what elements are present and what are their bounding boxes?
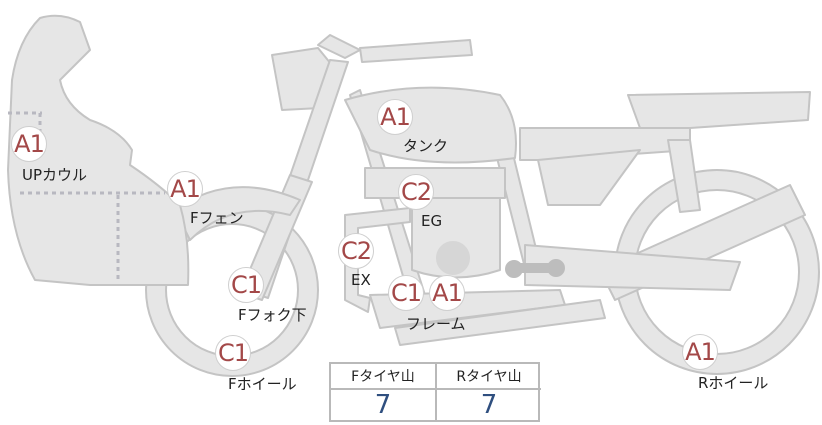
upper-cowl-shape [7, 14, 190, 286]
up-cowl-label: UPカウル [22, 166, 88, 184]
front-fender-shape [174, 186, 301, 241]
seat-shape [627, 91, 811, 129]
exhaust-grade-badge: C2 [338, 233, 374, 269]
frame-grade-badge: C1 [388, 275, 424, 311]
front-wheel-label: Fホイール [228, 375, 297, 393]
tank-label: タンク [403, 137, 449, 155]
rear-wheel-grade-badge: A1 [682, 334, 718, 370]
front-fork-lower-grade-badge: C1 [228, 267, 264, 303]
front-tread-header: Fタイヤ山 [331, 364, 435, 390]
engine-shape [364, 167, 506, 199]
table-divider [435, 364, 437, 420]
rear-tread-header: Rタイヤ山 [437, 364, 541, 390]
rear-tread-value: 7 [480, 390, 498, 420]
front-tread-value: 7 [374, 390, 392, 420]
frame-label: フレーム [406, 315, 466, 333]
frame-grade-badge-2: A1 [429, 275, 465, 311]
rear-wheel-label: Rホイール [698, 374, 769, 392]
front-fork-lower-label: Fフォク下 [238, 306, 307, 324]
exhaust-label: EX [351, 271, 371, 289]
tank-grade-badge: A1 [377, 99, 413, 135]
front-fender-grade-badge: A1 [167, 171, 203, 207]
front-fender-label: Fフェン [190, 209, 244, 227]
engine-label: EG [421, 212, 443, 230]
tire-tread-table: Fタイヤ山 Rタイヤ山 7 7 [329, 362, 541, 422]
up-cowl-grade-badge: A1 [11, 126, 47, 162]
front-wheel-grade-badge: C1 [215, 335, 251, 371]
engine-grade-badge: C2 [398, 174, 434, 210]
